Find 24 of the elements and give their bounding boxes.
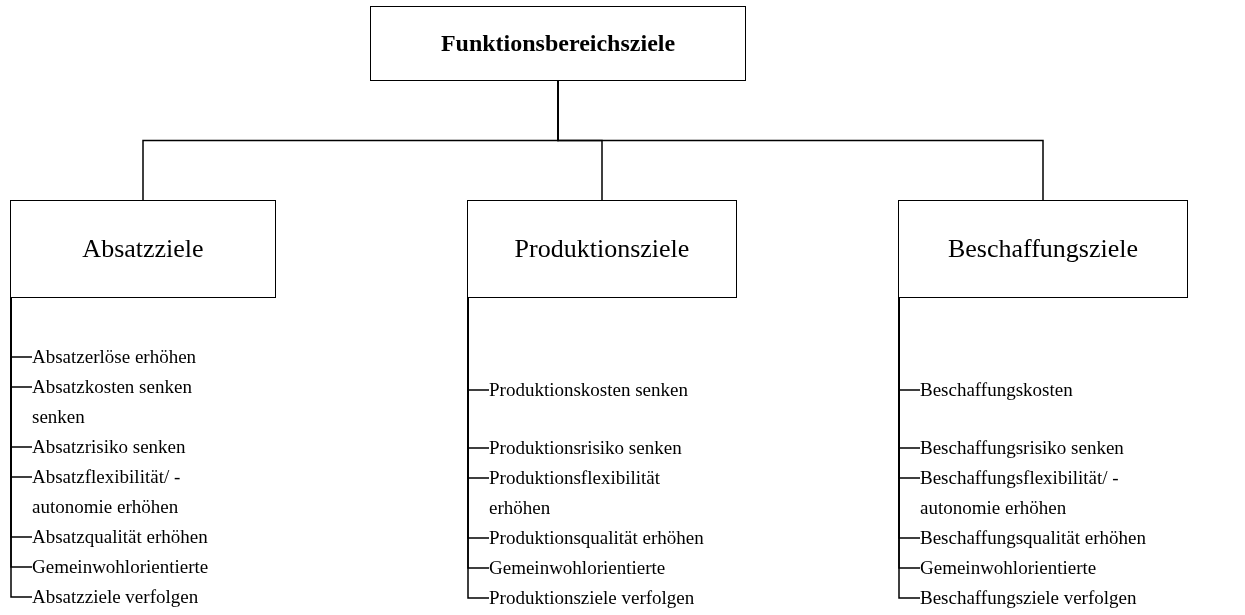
goal-text: Absatzrisiko senken	[32, 432, 186, 462]
goal-box: Beschaffungsziele	[898, 200, 1188, 298]
goal-text: Beschaffungskosten	[920, 375, 1073, 405]
goal-text: Beschaffungsflexibilität/ -autonomie erhöhen	[920, 463, 1150, 523]
goal-text: Produktionsziele verfolgen	[489, 583, 695, 613]
goal-text: Absatzkosten senken senken	[32, 372, 217, 432]
goal-text: Produktionsrisiko senken	[489, 433, 682, 463]
goal-text: Absatzziele verfolgen	[32, 582, 199, 612]
goal-text: Gemeinwohlorientierte	[920, 553, 1097, 583]
goal-text: Produktionsflexibilität erhöhen	[489, 463, 709, 523]
goal-text: Absatzflexibilität/ -autonomie erhöhen	[32, 462, 217, 522]
goal-text: Absatzerlöse erhöhen	[32, 342, 197, 372]
goal-text: Beschaffungsrisiko senken	[920, 433, 1124, 463]
goal-text: Produktionsqualität erhöhen	[489, 523, 704, 553]
goal-box: Funktionsbereichsziele	[370, 6, 746, 81]
goal-text: Beschaffungsziele verfolgen	[920, 583, 1137, 613]
goal-text: Beschaffungsqualität erhöhen	[920, 523, 1146, 553]
goal-text: Produktionskosten senken	[489, 375, 688, 405]
goal-text: Gemeinwohlorientierte	[32, 552, 209, 582]
goal-box: Absatzziele	[10, 200, 276, 298]
goal-text: Gemeinwohlorientierte	[489, 553, 666, 583]
connector-line	[557, 80, 1044, 201]
goal-text: Absatzqualität erhöhen	[32, 522, 208, 552]
goal-box: Produktionsziele	[467, 200, 737, 298]
